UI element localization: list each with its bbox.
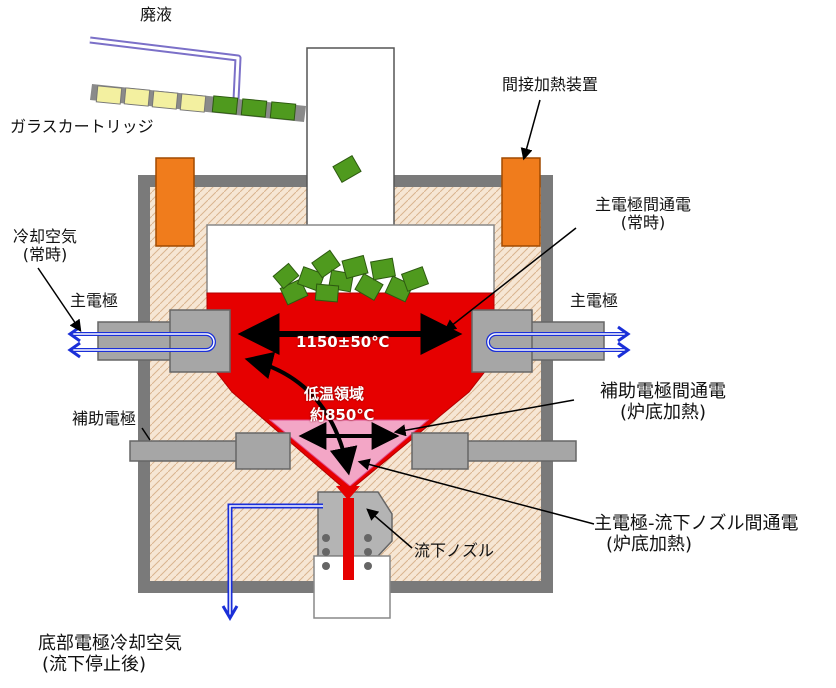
leader-main-conduction bbox=[444, 227, 577, 332]
glass-cartridge-label: ガラスカートリッジ bbox=[10, 117, 154, 136]
low-temp-zone-label: 低温領域 bbox=[304, 385, 365, 403]
main-electrode-left-label: 主電極 bbox=[70, 291, 119, 310]
glass-cartridge-tray bbox=[90, 84, 306, 122]
drain-nozzle-label: 流下ノズル bbox=[414, 541, 495, 560]
aux-electrode-label: 補助電極 bbox=[72, 409, 137, 428]
glass-pile bbox=[272, 249, 430, 306]
main-electrode-right-label: 主電極 bbox=[570, 291, 619, 310]
leader-aux-conduction bbox=[393, 399, 575, 437]
glass-cartridge-yellow bbox=[95, 85, 207, 113]
aux-conduction-subtitle: (炉底加熱) bbox=[619, 401, 707, 423]
nozzle-heating-coil bbox=[322, 534, 372, 570]
cooling-air-pipe-left bbox=[67, 325, 216, 359]
indirect-heater-left bbox=[155, 157, 195, 247]
main-electrode-left bbox=[97, 309, 231, 373]
drain-nozzle bbox=[313, 486, 393, 619]
low-temp-value-label: 約850℃ bbox=[310, 406, 375, 424]
nozzle-conduction-arrow bbox=[244, 351, 358, 476]
aux-conduction-title: 補助電極間通電 bbox=[600, 381, 726, 402]
cooling-air-label: 冷却空気 (常時) bbox=[2, 227, 88, 265]
waste-liquid-pipe bbox=[89, 36, 242, 101]
leader-aux-electrode bbox=[141, 427, 151, 441]
indirect-heater-right bbox=[501, 157, 541, 247]
cooling-air-subtitle: (常時) bbox=[22, 245, 68, 265]
aux-conduction-label: 補助電極間通電 (炉底加熱) bbox=[568, 381, 758, 423]
leader-heater bbox=[520, 99, 541, 161]
leader-nozzle-conduction bbox=[357, 458, 595, 525]
melt-temperature-label: 1150±50℃ bbox=[296, 333, 390, 351]
leader-drain-nozzle bbox=[366, 508, 413, 549]
glass-cartridge-green bbox=[211, 95, 297, 121]
main-conduction-subtitle: (常時) bbox=[620, 213, 666, 233]
bottom-cooling-title: 底部電極冷却空気 bbox=[38, 633, 182, 654]
cooling-air-pipe-right bbox=[486, 325, 631, 359]
nozzle-conduction-title: 主電極-流下ノズル間通電 bbox=[594, 513, 799, 534]
bottom-cooling-label: 底部電極冷却空気 (流下停止後) bbox=[38, 633, 258, 675]
main-conduction-label: 主電極間通電 (常時) bbox=[568, 195, 718, 233]
main-electrode-right bbox=[471, 309, 605, 373]
bottom-cooling-pipe bbox=[221, 503, 323, 621]
feed-chute bbox=[306, 47, 395, 229]
cooling-air-title: 冷却空気 bbox=[12, 227, 77, 246]
nozzle-conduction-label: 主電極-流下ノズル間通電 (炉底加熱) bbox=[594, 513, 834, 555]
indirect-heater-label: 間接加熱装置 bbox=[502, 75, 599, 94]
bottom-cooling-subtitle: (流下停止後) bbox=[42, 653, 147, 675]
nozzle-conduction-subtitle: (炉底加熱) bbox=[606, 533, 693, 555]
main-conduction-title: 主電極間通電 bbox=[594, 195, 691, 214]
leader-cooling-air bbox=[37, 267, 82, 332]
waste-liquid-label: 廃液 bbox=[140, 5, 173, 24]
